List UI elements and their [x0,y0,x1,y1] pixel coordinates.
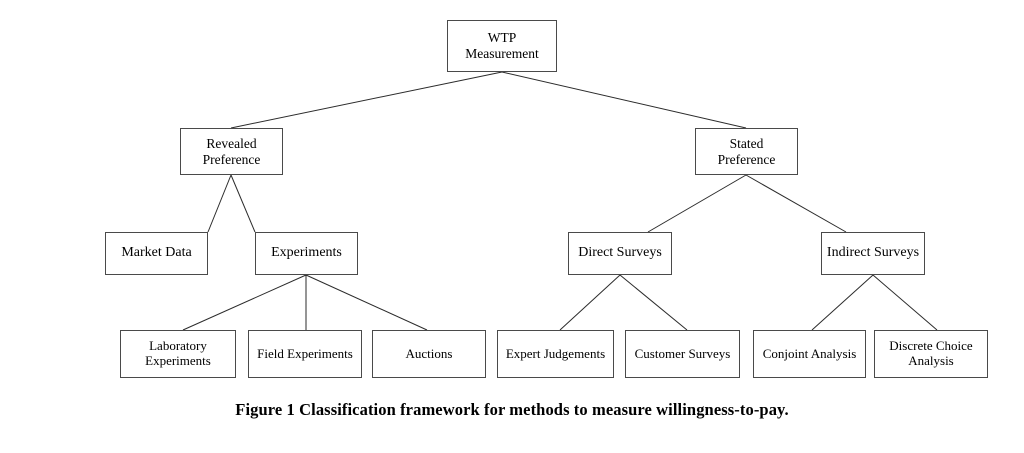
node-label: Stated Preference [717,135,776,167]
node-label: Market Data [121,245,192,261]
edge-direct_surveys-to-customer_surveys [619,274,688,331]
edge-root-to-stated_preference [501,71,747,129]
node-stated-preference[interactable]: Stated Preference [695,128,798,175]
node-market-data[interactable]: Market Data [105,232,208,275]
edge-direct_surveys-to-expert_judgements [559,274,621,331]
node-label: Expert Judgements [505,345,606,361]
node-label: Direct Surveys [578,245,662,261]
edge-experiments-to-auctions [305,274,428,331]
edge-stated_preference-to-direct_surveys [647,174,747,233]
node-label: Conjoint Analysis [762,345,857,361]
edge-stated_preference-to-indirect_surveys [745,174,847,233]
node-wtp-measurement[interactable]: WTP Measurement [447,20,557,72]
node-label: Indirect Surveys [826,245,920,261]
node-direct-surveys[interactable]: Direct Surveys [568,232,672,275]
edge-experiments-to-laboratory_experiments [182,274,307,331]
edge-revealed_preference-to-market_data [207,174,232,233]
node-label: WTP Measurement [465,30,539,61]
edge-revealed_preference-to-experiments [230,174,256,233]
node-label: Auctions [405,345,453,361]
node-discrete-choice-analysis[interactable]: Discrete Choice Analysis [874,330,988,378]
node-experiments[interactable]: Experiments [255,232,358,275]
node-label: Discrete Choice Analysis [889,338,973,368]
node-revealed-preference[interactable]: Revealed Preference [180,128,283,175]
node-laboratory-experiments[interactable]: Laboratory Experiments [120,330,236,378]
node-label: Customer Surveys [634,345,731,361]
node-auctions[interactable]: Auctions [372,330,486,378]
node-indirect-surveys[interactable]: Indirect Surveys [821,232,925,275]
node-label: Field Experiments [257,345,353,361]
node-expert-judgements[interactable]: Expert Judgements [497,330,614,378]
figure-caption: Figure 1 Classification framework for me… [235,400,789,419]
node-label: Revealed Preference [202,135,261,167]
node-conjoint-analysis[interactable]: Conjoint Analysis [753,330,866,378]
node-label: Experiments [271,245,342,261]
edge-indirect_surveys-to-discrete_choice_analysis [872,274,938,331]
edge-indirect_surveys-to-conjoint_analysis [811,274,874,331]
node-customer-surveys[interactable]: Customer Surveys [625,330,740,378]
edge-root-to-revealed_preference [230,71,503,129]
node-field-experiments[interactable]: Field Experiments [248,330,362,378]
node-label: Laboratory Experiments [145,338,211,368]
